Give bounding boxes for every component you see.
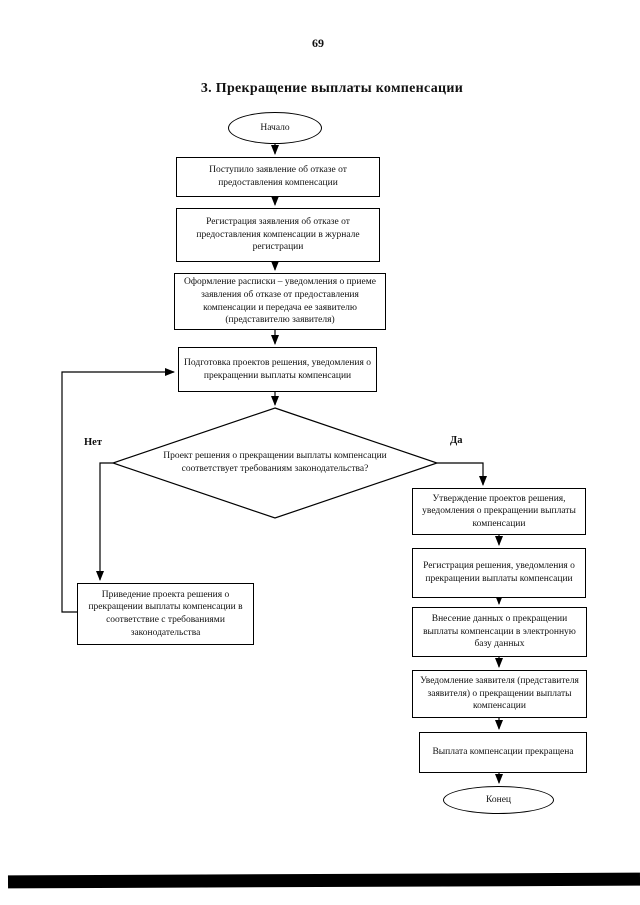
step-application-received: Поступило заявление об отказе от предост… bbox=[176, 157, 380, 197]
decision-text: Проект решения о прекращении выплаты ком… bbox=[163, 451, 387, 474]
step-draft-preparation: Подготовка проектов решения, уведомления… bbox=[178, 347, 377, 392]
step-payment-terminated: Выплата компенсации прекращена bbox=[419, 732, 587, 773]
connector-decision-yes bbox=[437, 462, 487, 486]
start-terminator: Начало bbox=[228, 112, 322, 144]
page-title: 3. Прекращение выплаты компенсации bbox=[200, 81, 464, 96]
step-registration-journal: Регистрация заявления об отказе от предо… bbox=[176, 208, 380, 262]
decision-no-label: Нет bbox=[84, 437, 102, 448]
bottom-scan-bar bbox=[7, 872, 640, 889]
step-applicant-notification: Уведомление заявителя (представителя зая… bbox=[412, 670, 587, 718]
step-decision-registration: Регистрация решения, уведомления о прекр… bbox=[412, 548, 586, 598]
connector-no-loop-to-step4 bbox=[61, 368, 175, 613]
step-receipt-notification: Оформление расписки – уведомления о прие… bbox=[174, 273, 386, 330]
page-number: 69 bbox=[312, 36, 324, 50]
decision-diamond-shape bbox=[111, 407, 439, 519]
step-approval: Утверждение проектов решения, уведомлени… bbox=[412, 488, 586, 535]
step-database-entry: Внесение данных о прекращении выплаты ко… bbox=[412, 607, 587, 657]
connector-decision-no bbox=[96, 462, 113, 581]
end-terminator: Конец bbox=[443, 786, 554, 814]
step-revise-draft: Приведение проекта решения о прекращении… bbox=[77, 583, 254, 645]
decision-yes-label: Да bbox=[450, 435, 463, 446]
